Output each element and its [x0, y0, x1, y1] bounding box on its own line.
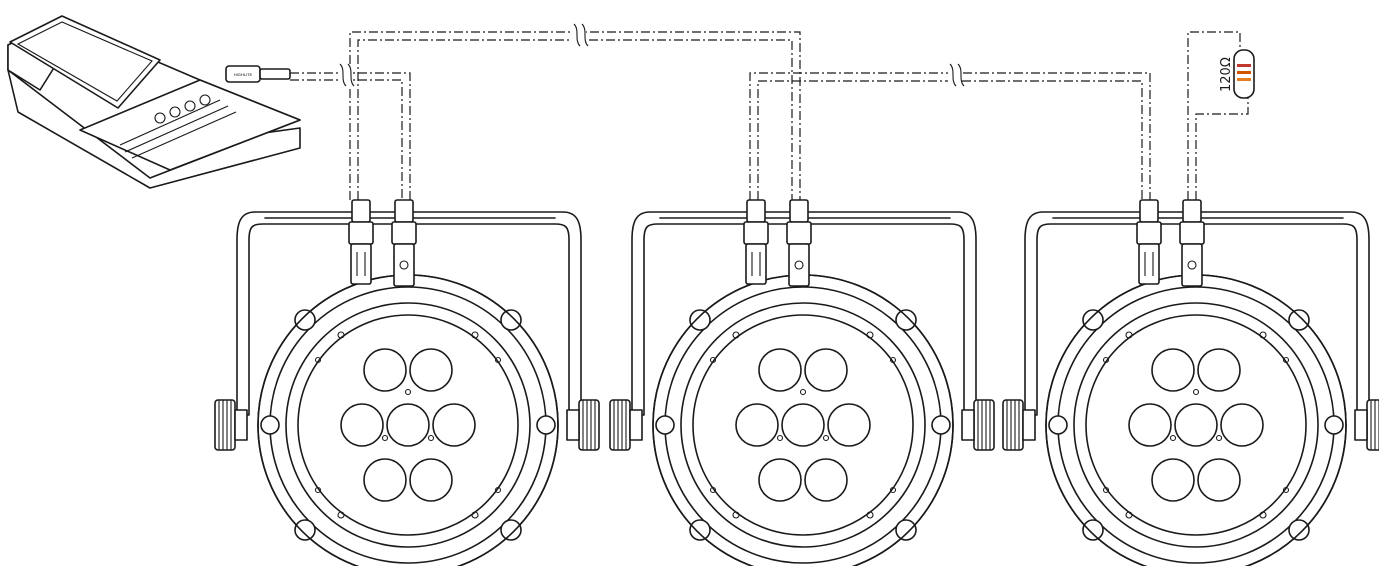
controller-brand: HIGHLITE	[234, 72, 253, 77]
fixture-2	[609, 199, 995, 566]
resistor-band-2	[1237, 71, 1251, 74]
dmx-cables	[290, 23, 1249, 200]
fixture-1	[214, 199, 600, 566]
dmx-controller: HIGHLITE	[7, 15, 301, 189]
cable-break-marks	[338, 23, 965, 87]
terminator-resistor: 120Ω	[1219, 49, 1255, 99]
terminator-label: 120Ω	[1219, 57, 1234, 92]
resistor-band-3	[1237, 78, 1251, 81]
fixture-3	[1002, 199, 1379, 566]
resistor-band-1	[1237, 64, 1251, 67]
